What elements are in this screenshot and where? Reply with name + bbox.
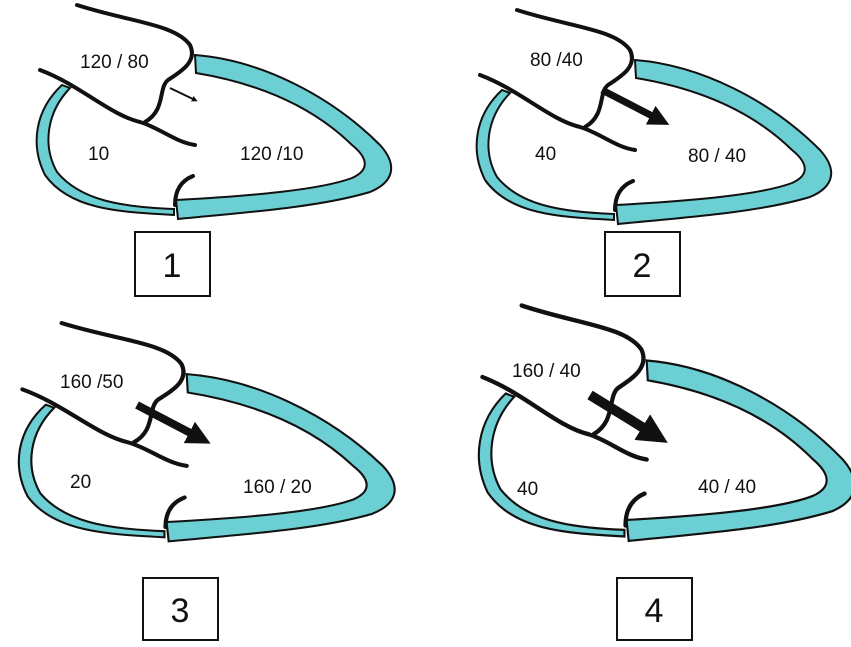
aortic-pressure-label: 160 / 40 (512, 361, 581, 382)
flow-arrow-icon (135, 401, 211, 444)
panel-number: 3 (171, 592, 190, 630)
panel-number-box (604, 231, 681, 297)
panel-number: 1 (163, 247, 182, 285)
ventricular-pressure-label: 80 / 40 (688, 146, 746, 167)
panel-number-box (616, 577, 693, 641)
ventricular-pressure-label: 160 / 20 (243, 477, 312, 498)
panel-1: 120 / 80 10 120 /10 1 (34, 3, 394, 297)
panel-2: 80 /40 40 80 / 40 2 (474, 8, 834, 297)
aortic-pressure-label: 80 /40 (530, 50, 583, 71)
atrial-pressure-label: 40 (517, 479, 538, 500)
panel-number-box (142, 577, 219, 641)
flow-arrow-icon (587, 390, 668, 443)
panel-number: 4 (645, 592, 664, 630)
flow-arrow-icon (600, 86, 670, 125)
heart-drawing (479, 306, 851, 541)
heart-drawing (34, 3, 394, 221)
atrial-pressure-label: 20 (70, 472, 91, 493)
ventricular-pressure-label: 120 /10 (240, 144, 303, 165)
aortic-pressure-label: 120 / 80 (80, 52, 149, 73)
heart-drawing (19, 323, 395, 541)
flow-arrow-icon (169, 87, 198, 102)
ventricular-pressure-label: 40 / 40 (698, 477, 756, 498)
panel-3: 160 /50 20 160 / 20 3 (19, 323, 395, 641)
atrial-pressure-label: 10 (88, 144, 109, 165)
atrial-pressure-label: 40 (535, 144, 556, 165)
panel-number: 2 (633, 247, 652, 285)
aortic-pressure-label: 160 /50 (60, 372, 123, 393)
panel-number-box (134, 231, 211, 297)
panel-4: 160 / 40 40 40 / 40 4 (479, 306, 851, 641)
